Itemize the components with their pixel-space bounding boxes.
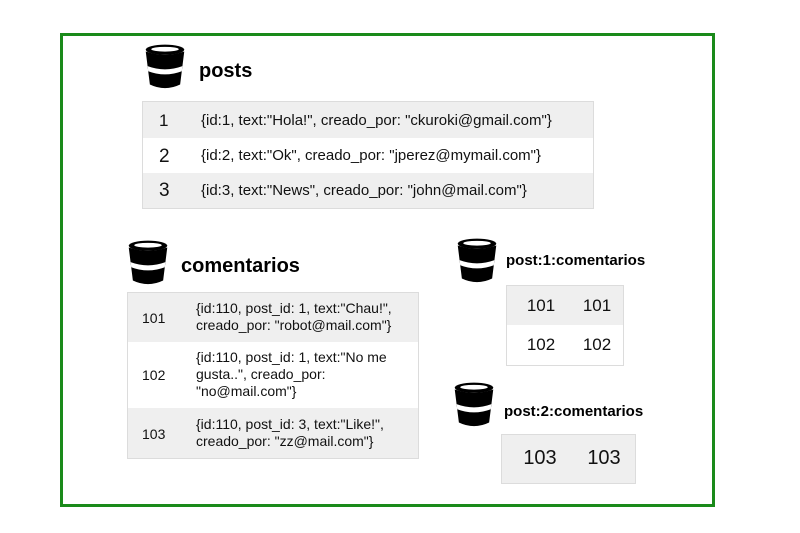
table-row: 1 {id:1, text:"Hola!", creado_por: "ckur…	[143, 102, 593, 138]
set-member: 101	[526, 296, 556, 315]
row-key: 2	[159, 146, 170, 167]
row-value: {id:110, post_id: 1, text:"No me gusta..…	[196, 349, 387, 399]
bucket-icon	[126, 240, 170, 288]
bucket-icon	[455, 238, 499, 286]
post1-comentarios-title: post:1:comentarios	[506, 252, 646, 269]
set-member: 103	[587, 447, 621, 469]
diagram-frame	[60, 33, 715, 507]
row-key: 1	[159, 111, 169, 130]
post2-comentarios-title: post:2:comentarios	[504, 403, 644, 420]
row-value: {id:110, post_id: 1, text:"Chau!", cread…	[196, 300, 392, 333]
table-row: 101 101	[507, 286, 623, 325]
table-row: 102 102	[507, 325, 623, 365]
row-value: {id:2, text:"Ok", creado_por: "jperez@my…	[201, 147, 541, 164]
set-member: 103	[523, 447, 557, 469]
table-row: 101 {id:110, post_id: 1, text:"Chau!", c…	[128, 293, 418, 342]
row-value: {id:1, text:"Hola!", creado_por: "ckurok…	[201, 112, 552, 129]
set-member: 102	[582, 335, 612, 354]
post2-comentarios-set: 103 103	[501, 434, 636, 484]
bucket-icon	[452, 382, 496, 430]
comentarios-table: 101 {id:110, post_id: 1, text:"Chau!", c…	[127, 292, 419, 459]
row-value: {id:3, text:"News", creado_por: "john@ma…	[201, 182, 527, 199]
table-row: 102 {id:110, post_id: 1, text:"No me gus…	[128, 342, 418, 408]
posts-title: posts	[199, 60, 253, 82]
bucket-icon	[143, 44, 187, 92]
table-row: 3 {id:3, text:"News", creado_por: "john@…	[143, 173, 593, 208]
row-value: {id:110, post_id: 3, text:"Like!", cread…	[196, 416, 384, 449]
comentarios-title: comentarios	[181, 255, 300, 277]
set-member: 101	[582, 296, 612, 315]
post1-comentarios-set: 101 101 102 102	[506, 285, 624, 366]
row-key: 101	[142, 310, 166, 326]
set-member: 102	[526, 335, 556, 354]
row-key: 103	[142, 426, 166, 442]
table-row: 2 {id:2, text:"Ok", creado_por: "jperez@…	[143, 138, 593, 173]
table-row: 103 103	[502, 435, 635, 483]
posts-table: 1 {id:1, text:"Hola!", creado_por: "ckur…	[142, 101, 594, 209]
table-row: 103 {id:110, post_id: 3, text:"Like!", c…	[128, 408, 418, 458]
row-key: 102	[142, 367, 166, 383]
row-key: 3	[159, 180, 170, 201]
